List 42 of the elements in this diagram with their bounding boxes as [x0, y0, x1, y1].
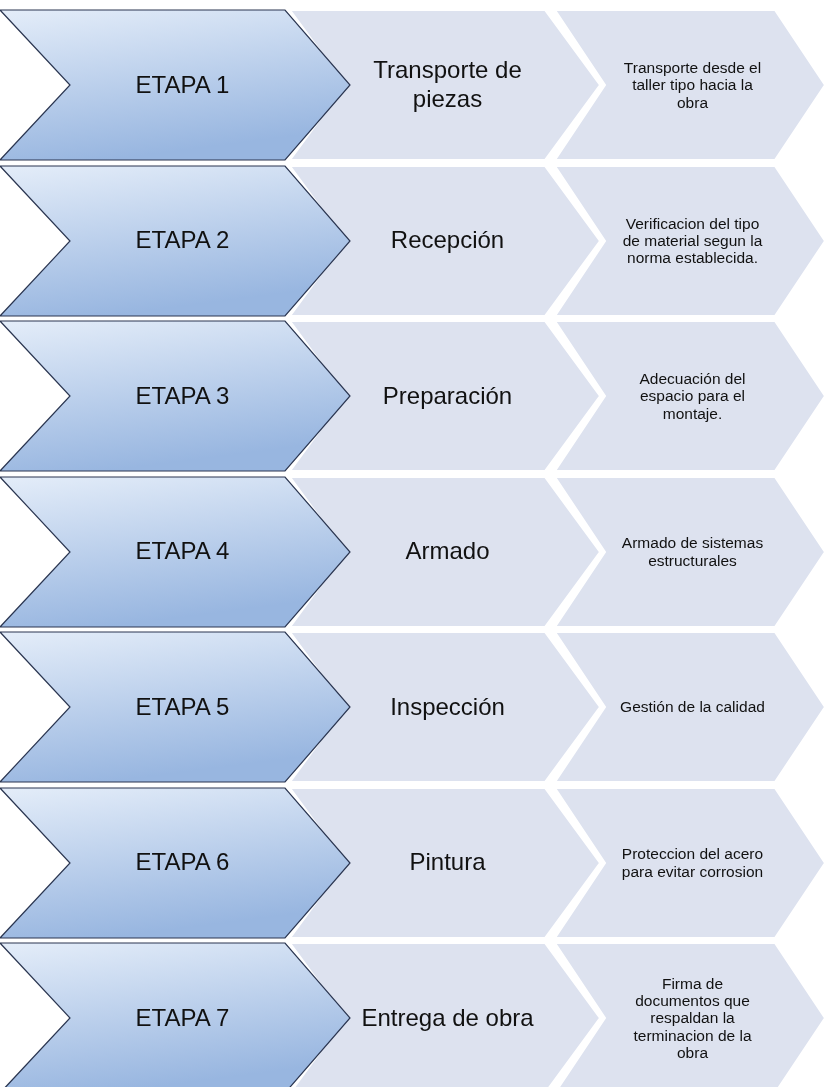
stage-label: ETAPA 7 — [135, 1003, 230, 1033]
step-title: Pintura — [409, 848, 486, 877]
stage-panel — [0, 787, 350, 938]
step-description: Verificacion del tipo de material segun la norma establecida. — [621, 214, 764, 267]
step-panel — [290, 10, 600, 160]
step-panel — [290, 165, 600, 316]
stage-label: ETAPA 5 — [135, 692, 230, 722]
step-title: Transporte de piezas — [372, 56, 523, 114]
stage-panel — [0, 10, 350, 160]
description-panel — [555, 321, 825, 471]
description-panel — [555, 165, 825, 316]
stage-panel — [0, 476, 350, 627]
step-title: Recepción — [390, 226, 505, 255]
description-panel — [555, 943, 825, 1087]
step-title: Armado — [405, 537, 490, 566]
description-panel — [555, 476, 825, 627]
stage-panel — [0, 165, 350, 316]
step-panel — [290, 632, 600, 782]
description-panel — [555, 10, 825, 160]
stage-label: ETAPA 3 — [135, 381, 230, 411]
step-panel — [290, 787, 600, 938]
step-description: Gestión de la calidad — [620, 698, 765, 716]
step-title: Entrega de obra — [361, 1003, 534, 1033]
step-description: Adecuación del espacio para el montaje. — [638, 370, 747, 422]
step-panel — [290, 476, 600, 627]
step-description: Armado de sistemas estructurales — [620, 534, 765, 569]
description-panel — [555, 632, 825, 782]
stage-label: ETAPA 1 — [135, 70, 230, 100]
step-panel — [290, 321, 600, 471]
step-description: Transporte desde el taller tipo hacia la obra — [622, 59, 763, 111]
stage-label: ETAPA 2 — [135, 226, 230, 255]
step-description: Proteccion del acero para evitar corrosion — [620, 845, 765, 880]
stage-panel — [0, 321, 350, 471]
description-panel — [555, 787, 825, 938]
stage-label: ETAPA 4 — [135, 537, 230, 566]
stage-label: ETAPA 6 — [135, 848, 230, 877]
stage-panel — [0, 632, 350, 782]
step-title: Inspección — [390, 692, 505, 722]
step-description: Firma de documentos que respaldan la terminacion de la obra — [632, 975, 753, 1061]
stage-panel — [0, 943, 350, 1087]
step-panel — [290, 943, 600, 1087]
step-title: Preparación — [382, 381, 513, 411]
